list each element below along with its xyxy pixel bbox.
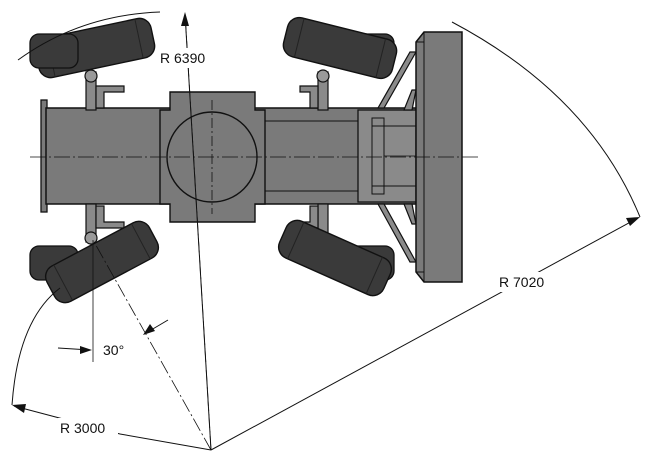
construction-line-steer-axis [92,239,212,451]
wheel-rear-upper [282,16,398,80]
wheel-rear-lower [277,219,393,297]
label-r7020: R 7020 [499,274,544,290]
radius-line-7020 [210,217,639,451]
dimension-lines [11,11,641,451]
arc-r6390 [17,11,161,61]
wheel-front-lower [44,220,160,304]
arc-r7020 [451,21,641,218]
dimension-labels: R 6390 R 7020 R 3000 30° [58,48,556,438]
label-r6390: R 6390 [160,50,205,66]
arc-r3000 [11,287,61,406]
label-steer-angle: 30° [103,342,124,358]
wheel-front-upper-inner [29,33,79,69]
label-r3000: R 3000 [60,420,105,436]
machine-top-view [29,16,478,304]
radius-line-6390 [184,13,212,451]
